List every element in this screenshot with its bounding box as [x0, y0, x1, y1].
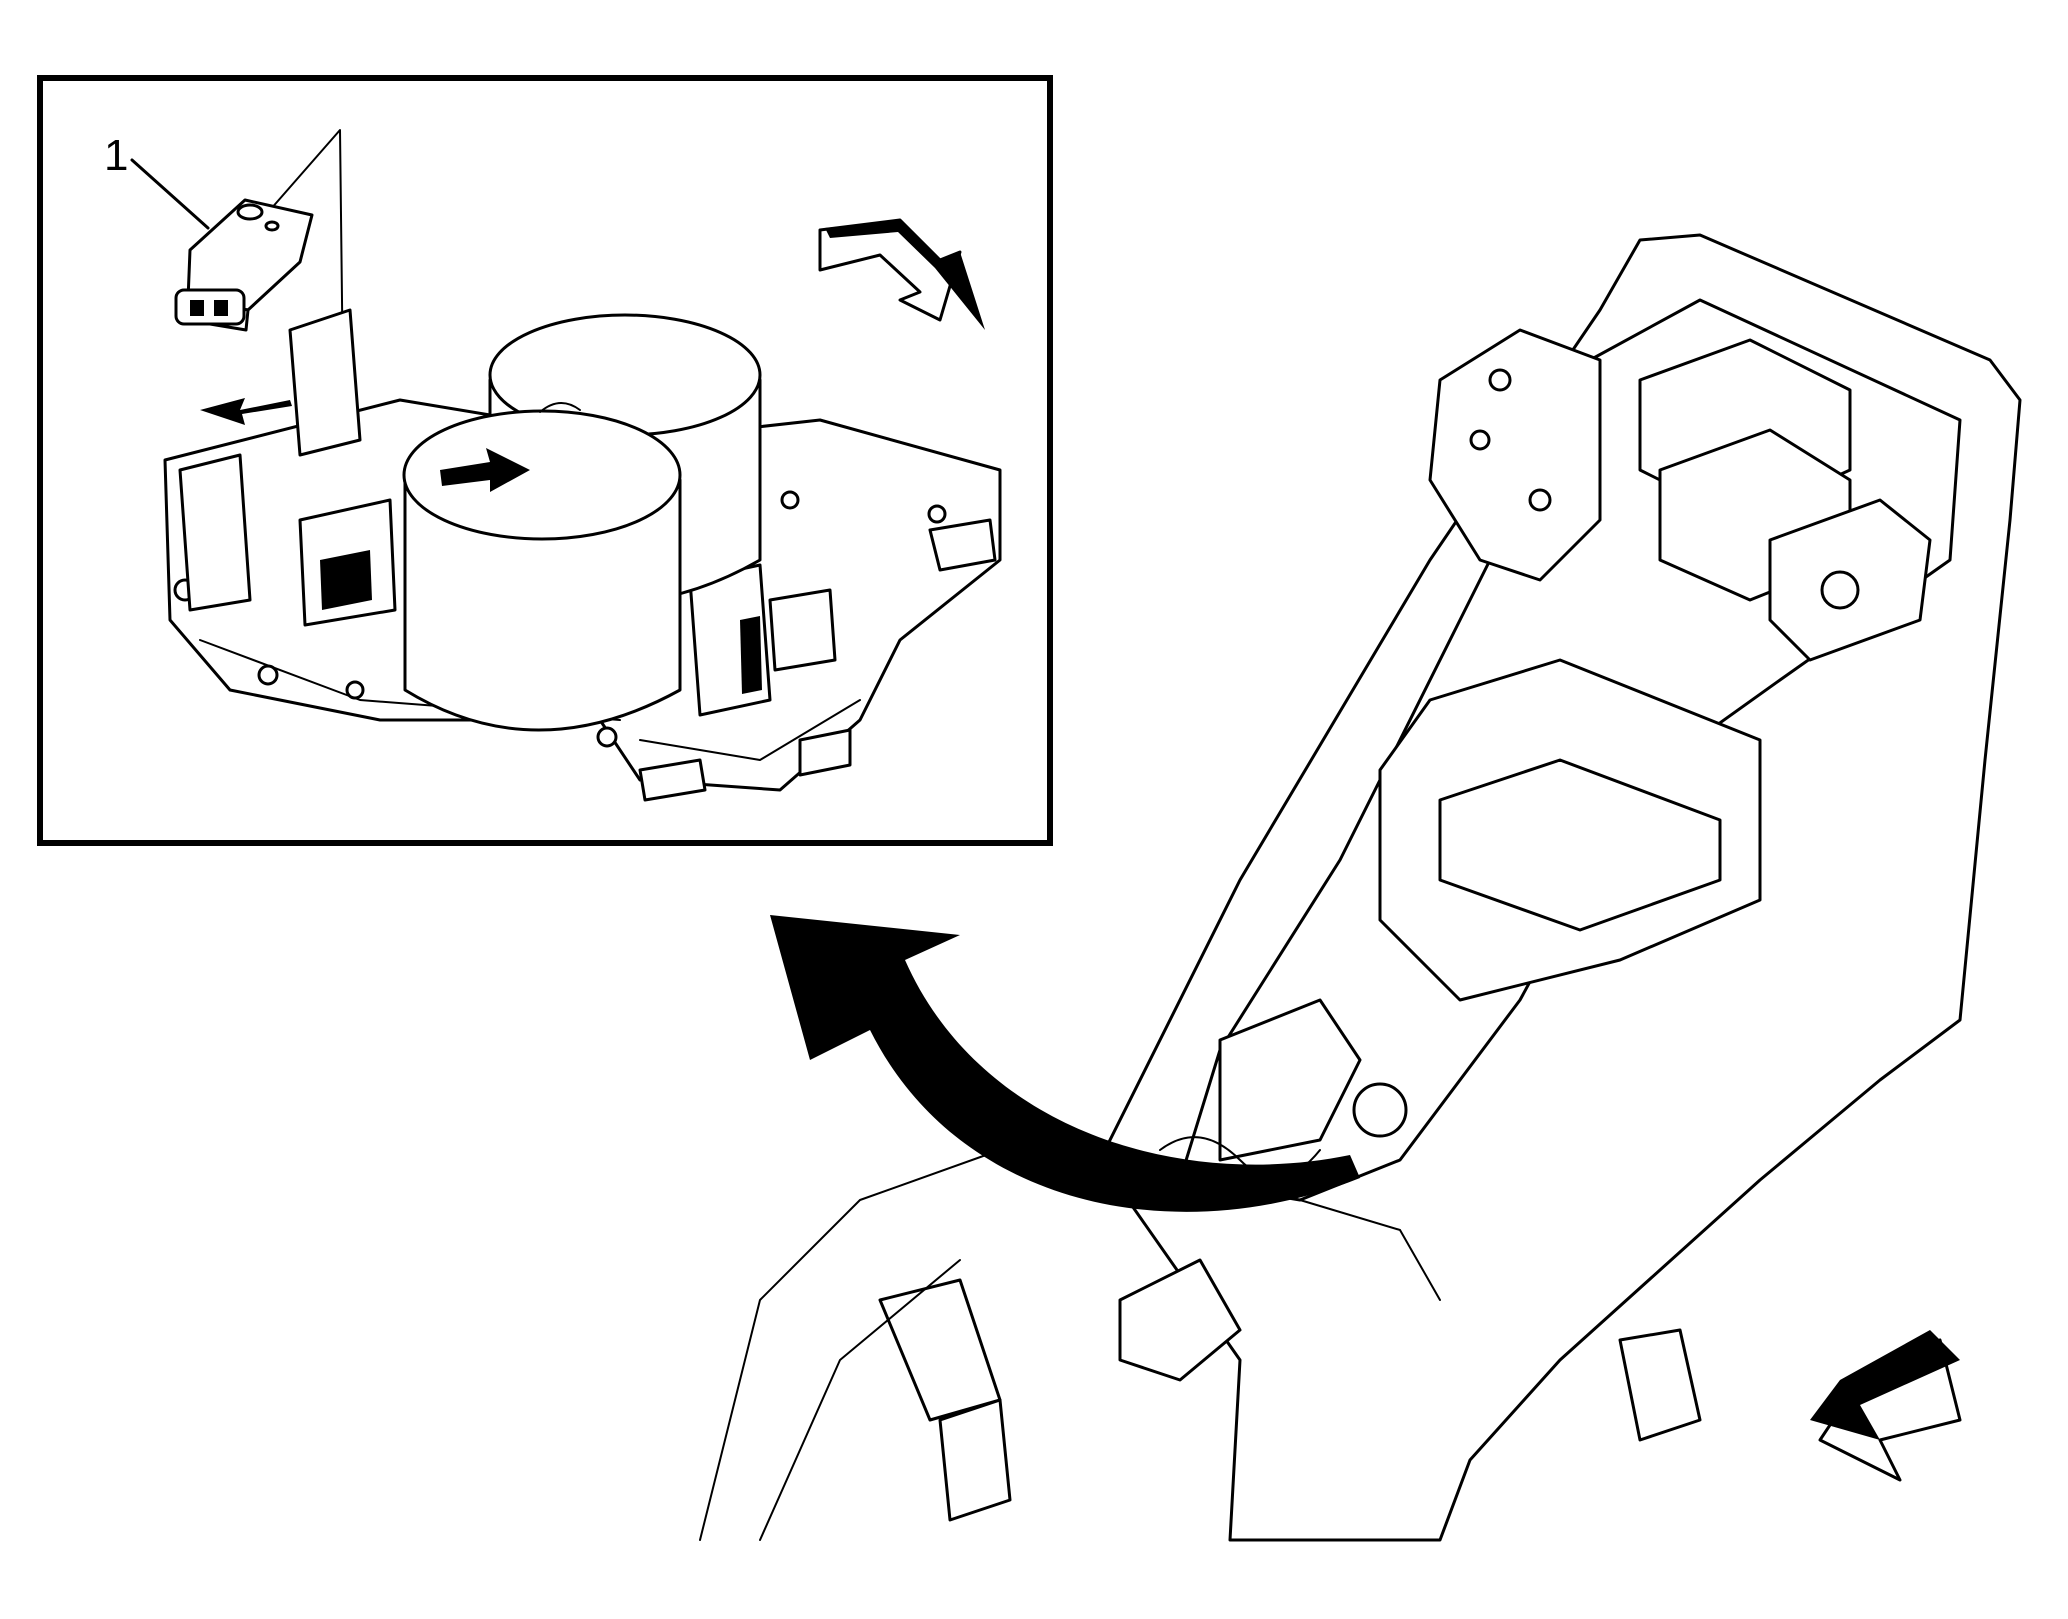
console-assembly [699, 233, 2022, 1542]
direction-arrow-icon [1810, 1330, 1962, 1482]
release-arrow-left [200, 398, 292, 425]
curved-arrow-icon [770, 915, 1360, 1212]
cup-holder-cylinders [402, 313, 762, 732]
callout-leader [130, 158, 210, 230]
callout-number: 1 [104, 131, 128, 180]
electrical-connector [174, 198, 314, 332]
inset-detail: 1 [37, 75, 1053, 846]
direction-arrow-icon [818, 218, 985, 330]
release-arrow-right [440, 448, 530, 492]
